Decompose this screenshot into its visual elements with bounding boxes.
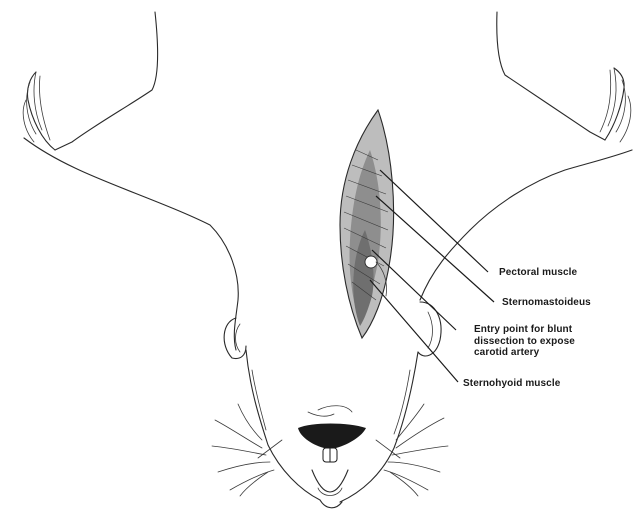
- leader-sternomastoideus: [376, 196, 494, 302]
- label-pectoral-muscle: Pectoral muscle: [499, 267, 577, 279]
- right-forelimb: [470, 12, 632, 230]
- label-entry-point-line2: dissection to expose: [474, 336, 575, 348]
- label-sternomastoideus: Sternomastoideus: [502, 297, 591, 309]
- left-forelimb: [23, 12, 238, 300]
- leader-sternohyoid: [370, 280, 458, 382]
- leader-entry-point: [372, 250, 456, 330]
- label-sternohyoid-muscle: Sternohyoid muscle: [463, 378, 560, 390]
- label-entry-point-line1: Entry point for blunt: [474, 324, 575, 336]
- leader-pectoral: [380, 170, 488, 272]
- nose: [298, 406, 366, 462]
- label-entry-point: Entry point for blunt dissection to expo…: [474, 324, 575, 359]
- neck-incision: [340, 110, 394, 338]
- carotid-entry-point: [365, 256, 377, 268]
- label-entry-point-line3: carotid artery: [474, 347, 575, 359]
